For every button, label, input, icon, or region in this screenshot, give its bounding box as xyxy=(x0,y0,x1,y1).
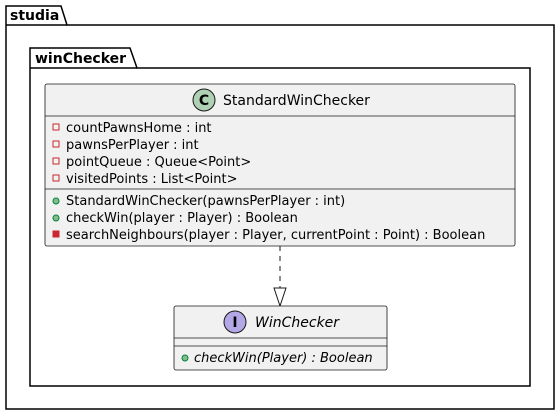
class-name: StandardWinChecker xyxy=(223,93,370,109)
private-visibility-icon xyxy=(52,157,60,165)
attribute-pawnsperplayer: pawnsPerPlayer : int xyxy=(66,138,199,153)
class-stereotype-letter: C xyxy=(199,93,209,109)
public-visibility-icon xyxy=(181,354,189,362)
class-stereotype-icon xyxy=(192,88,216,112)
interface-name: WinChecker xyxy=(255,315,340,331)
private-visibility-icon xyxy=(52,123,60,131)
arrowhead-icon xyxy=(273,287,287,308)
interface-stereotype-icon xyxy=(223,310,247,334)
public-visibility-icon xyxy=(52,197,60,205)
realization-arrow xyxy=(273,246,287,308)
attribute-pointqueue: pointQueue : Queue<Point> xyxy=(66,155,251,170)
public-visibility-icon xyxy=(52,214,60,222)
private-visibility-icon xyxy=(52,140,60,148)
interface-method-checkwin: checkWin(Player) : Boolean xyxy=(194,351,373,366)
attribute-visitedpoints: visitedPoints : List<Point> xyxy=(66,172,238,187)
method-constructor: StandardWinChecker(pawnsPerPlayer : int) xyxy=(66,194,345,209)
interface-stereotype-letter: I xyxy=(232,315,237,331)
private-visibility-icon xyxy=(52,174,60,182)
class-standardwinchecker[interactable]: C StandardWinChecker countPawnsHome : in… xyxy=(44,83,516,247)
package-studia-label: studia xyxy=(10,8,59,24)
private-visibility-icon xyxy=(52,230,60,238)
package-winchecker-label: winChecker xyxy=(35,51,126,67)
method-checkwin: checkWin(player : Player) : Boolean xyxy=(66,211,298,226)
interface-winchecker[interactable]: I WinChecker checkWin(Player) : Boolean xyxy=(173,305,388,371)
attribute-countpawnshome: countPawnsHome : int xyxy=(66,121,212,136)
method-searchneighbours: searchNeighbours(player : Player, curren… xyxy=(66,228,485,243)
